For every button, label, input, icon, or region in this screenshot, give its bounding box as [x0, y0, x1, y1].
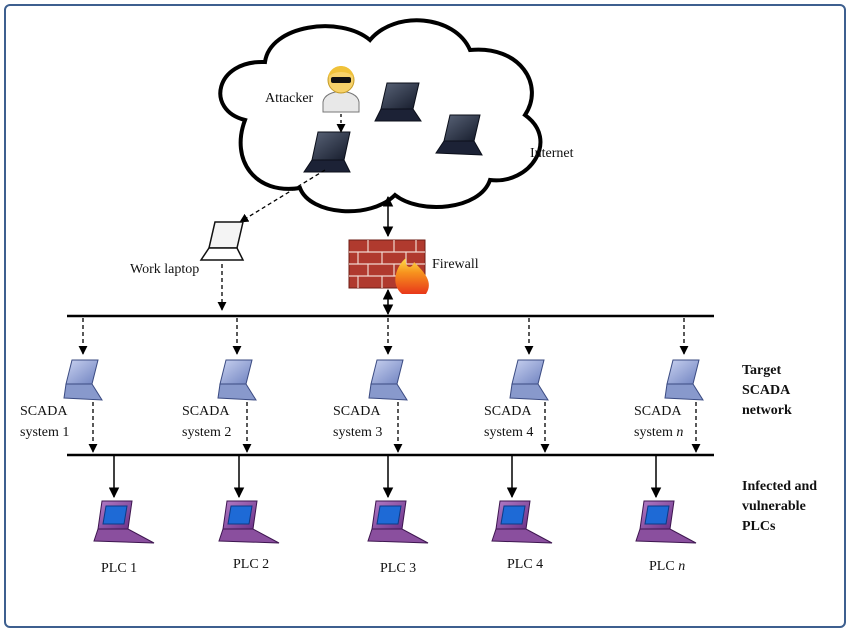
scada-label-line1: SCADA — [634, 404, 682, 419]
scada-label-line2: system 3 — [333, 425, 382, 440]
target-label-line3: network — [742, 403, 792, 418]
firewall-label: Firewall — [432, 257, 479, 272]
plc-label: PLC n — [649, 559, 685, 574]
scada-label-line2: system n — [634, 425, 683, 440]
scada-system-node — [664, 318, 704, 453]
plc-node — [635, 455, 697, 544]
blue-laptop-icon — [664, 359, 704, 401]
blue-laptop-icon — [509, 359, 549, 401]
target-label-line2: SCADA — [742, 383, 791, 398]
plc-node — [367, 455, 429, 544]
attacker-icon — [322, 66, 360, 113]
internet-to-work-laptop-arrow — [239, 169, 326, 223]
purple-laptop-icon — [367, 500, 429, 544]
plc-group-label-line1: Infected and — [742, 479, 817, 494]
scada-system-node — [368, 318, 408, 453]
blue-laptop-icon — [368, 359, 408, 401]
purple-laptop-icon — [93, 500, 155, 544]
plc-group-label-line3: PLCs — [742, 519, 776, 534]
plc-node — [491, 455, 553, 544]
scada-label-line2: system 2 — [182, 425, 231, 440]
plc-label: PLC 4 — [507, 557, 543, 572]
plc-label: PLC 1 — [101, 561, 137, 576]
internet-laptop-icon — [435, 114, 483, 156]
scada-system-node — [217, 318, 257, 453]
scada-label-line2: system 4 — [484, 425, 533, 440]
plc-node — [218, 455, 280, 544]
attacker-label: Attacker — [265, 91, 314, 106]
purple-laptop-icon — [491, 500, 553, 544]
scada-label-line1: SCADA — [182, 404, 230, 419]
scada-system-node — [63, 318, 103, 453]
purple-laptop-icon — [635, 500, 697, 544]
plc-group-label-line2: vulnerable — [742, 499, 806, 514]
plc-label: PLC 2 — [233, 557, 269, 572]
scada-label-line1: SCADA — [484, 404, 532, 419]
target-label-line1: Target — [742, 363, 781, 378]
internet-laptop-icon — [374, 82, 422, 122]
purple-laptop-icon — [218, 500, 280, 544]
blue-laptop-icon — [217, 359, 257, 401]
compromised-laptop-icon — [303, 131, 351, 173]
work-laptop-icon — [199, 221, 245, 261]
plc-label: PLC 3 — [380, 561, 416, 576]
scada-label-line1: SCADA — [20, 404, 68, 419]
internet-label: Internet — [530, 146, 574, 161]
plc-node — [93, 455, 155, 544]
scada-systems — [63, 318, 704, 453]
scada-label-line2: system 1 — [20, 425, 69, 440]
scada-label-line1: SCADA — [333, 404, 381, 419]
scada-system-node — [509, 318, 550, 453]
blue-laptop-icon — [63, 359, 103, 401]
work-laptop-label: Work laptop — [130, 262, 199, 277]
plc-nodes — [93, 455, 697, 544]
firewall-icon — [348, 239, 429, 294]
